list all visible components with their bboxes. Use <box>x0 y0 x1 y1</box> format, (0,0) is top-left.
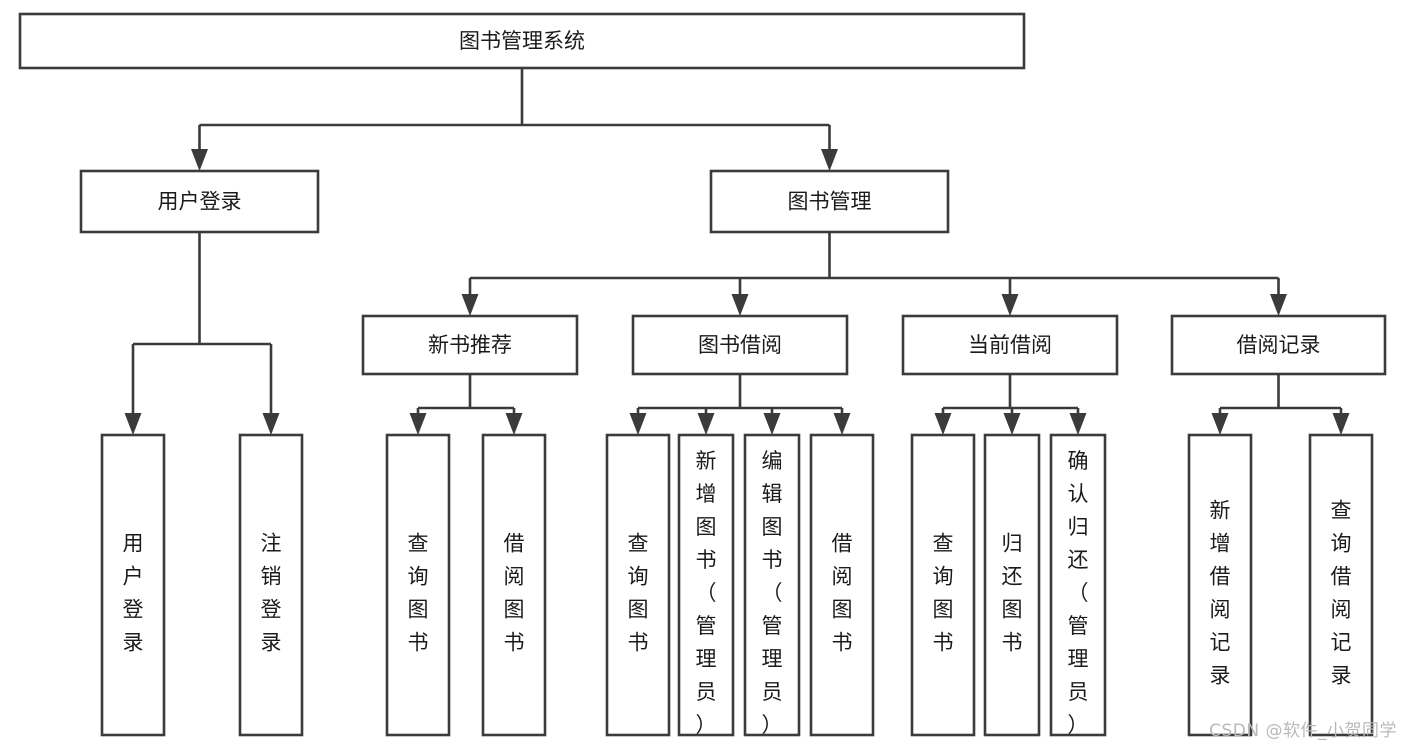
node-l3-current-borrow: 当前借阅 <box>901 314 1119 376</box>
node-leaf-return-book: 归还图书 <box>983 433 1041 737</box>
node-box <box>605 433 671 737</box>
node-box <box>809 433 875 737</box>
node-box <box>481 433 547 737</box>
node-label: 编辑图书（管理员） <box>762 449 783 737</box>
node-label: 当前借阅 <box>968 333 1052 357</box>
node-label: 图书管理系统 <box>459 29 585 53</box>
node-label: 查询图书 <box>933 532 954 655</box>
node-label: 用户登录 <box>123 532 144 655</box>
node-leaf-query-book-borrow: 查询图书 <box>605 433 671 737</box>
node-label: 新增图书（管理员） <box>696 449 717 737</box>
nodes-layer: 图书管理系统用户登录图书管理新书推荐图书借阅当前借阅借阅记录用户登录注销登录查询… <box>18 12 1387 737</box>
node-leaf-add-book-admin: 新增图书（管理员） <box>677 433 735 737</box>
node-l2-book-manage: 图书管理 <box>709 169 950 234</box>
node-box <box>79 169 320 234</box>
node-box <box>1049 433 1107 737</box>
node-box <box>983 433 1041 737</box>
node-box <box>385 433 451 737</box>
node-leaf-add-borrow-record: 新增借阅记录 <box>1187 433 1253 737</box>
node-l3-borrow-record: 借阅记录 <box>1170 314 1387 376</box>
node-root: 图书管理系统 <box>18 12 1026 70</box>
node-leaf-query-book-cur: 查询图书 <box>910 433 976 737</box>
node-box <box>901 314 1119 376</box>
node-leaf-edit-book-admin: 编辑图书（管理员） <box>743 433 801 737</box>
node-l3-book-borrow: 图书借阅 <box>631 314 849 376</box>
node-l2-user-login: 用户登录 <box>79 169 320 234</box>
node-leaf-query-borrow-record: 查询借阅记录 <box>1308 433 1374 737</box>
node-box <box>910 433 976 737</box>
node-box <box>100 433 166 737</box>
node-label: 借阅图书 <box>504 532 525 655</box>
node-label: 查询借阅记录 <box>1331 499 1352 688</box>
node-leaf-user-login: 用户登录 <box>100 433 166 737</box>
node-label: 查询图书 <box>408 532 429 655</box>
node-label: 确认归还（管理员） <box>1068 449 1089 737</box>
node-label: 图书管理 <box>788 190 872 214</box>
node-box <box>677 433 735 737</box>
node-box <box>709 169 950 234</box>
node-box <box>1187 433 1253 737</box>
node-label: 借阅图书 <box>832 532 853 655</box>
node-box <box>743 433 801 737</box>
node-leaf-borrow-book-rec: 借阅图书 <box>481 433 547 737</box>
node-leaf-confirm-return-admin: 确认归还（管理员） <box>1049 433 1107 737</box>
node-box <box>1308 433 1374 737</box>
node-label: 图书借阅 <box>698 333 782 357</box>
node-box <box>361 314 579 376</box>
node-leaf-borrow-book: 借阅图书 <box>809 433 875 737</box>
node-l3-new-book-rec: 新书推荐 <box>361 314 579 376</box>
node-label: 新书推荐 <box>428 333 512 357</box>
node-box <box>238 433 304 737</box>
node-box <box>18 12 1026 70</box>
edges-layer <box>124 68 1350 435</box>
node-label: 注销登录 <box>261 532 282 655</box>
node-label: 归还图书 <box>1002 532 1023 655</box>
node-label: 查询图书 <box>628 532 649 655</box>
node-box <box>631 314 849 376</box>
node-label: 借阅记录 <box>1237 333 1321 357</box>
node-leaf-query-book-rec: 查询图书 <box>385 433 451 737</box>
node-label: 用户登录 <box>158 190 242 214</box>
node-box <box>1170 314 1387 376</box>
node-label: 新增借阅记录 <box>1210 499 1231 688</box>
node-leaf-logout: 注销登录 <box>238 433 304 737</box>
